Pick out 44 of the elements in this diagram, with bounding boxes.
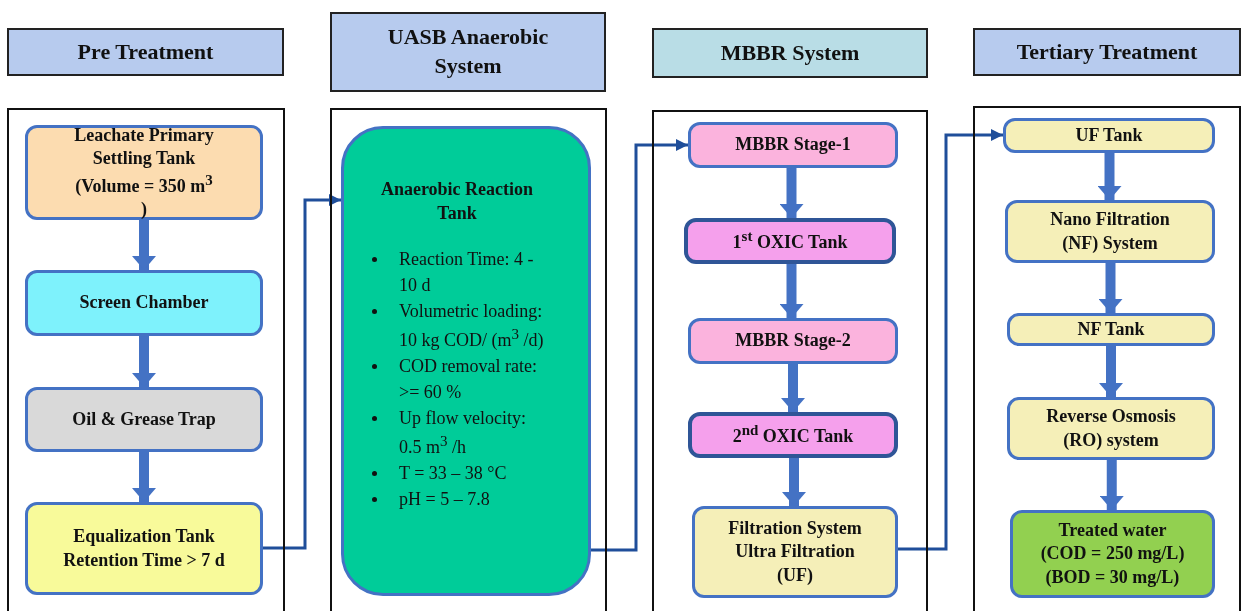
process-box: Filtration System Ultra Filtration (UF) xyxy=(692,506,898,598)
box-title: Anaerobic Reaction Tank xyxy=(379,178,535,226)
stage-header: Tertiary Treatment xyxy=(973,28,1241,76)
arrow xyxy=(779,168,804,218)
process-box: 2$^{nd}$ OXIC Tank xyxy=(688,412,898,458)
arrow xyxy=(1099,460,1124,510)
process-box: Screen Chamber xyxy=(25,270,263,336)
arrow xyxy=(782,458,806,506)
process-box: Oil & Grease Trap xyxy=(25,387,263,452)
process-box: UF Tank xyxy=(1003,118,1215,153)
arrow xyxy=(1098,263,1123,313)
stage-header: Pre Treatment xyxy=(7,28,284,76)
process-box: Reverse Osmosis (RO) system xyxy=(1007,397,1215,460)
panel-frame xyxy=(7,108,285,611)
arrow xyxy=(591,139,688,552)
arrow xyxy=(1097,153,1122,200)
arrow xyxy=(779,264,804,318)
process-box: Treated water (COD = 250 mg/L) (BOD = 30 mg/L) xyxy=(1010,510,1215,598)
bullet-text: T = 33 – 38 °C xyxy=(399,462,507,486)
process-box xyxy=(341,126,591,596)
arrow xyxy=(781,364,805,412)
panel-frame xyxy=(330,108,607,611)
stage-header: UASB Anaerobic System xyxy=(330,12,606,92)
process-box: MBBR Stage-2 xyxy=(688,318,898,364)
panel-frame xyxy=(973,106,1241,611)
arrow xyxy=(132,336,156,387)
process-box: Equalization Tank Retention Time > 7 d xyxy=(25,502,263,595)
panel-frame xyxy=(652,110,928,611)
process-box: MBBR Stage-1 xyxy=(688,122,898,168)
bullet-text: pH = 5 – 7.8 xyxy=(399,488,490,512)
stage-header: MBBR System xyxy=(652,28,928,78)
process-box: Leachate Primary Settling Tank (Volume = 350 m$^{3}$ ) xyxy=(25,125,263,220)
arrow xyxy=(263,194,341,550)
arrow xyxy=(1099,346,1123,397)
arrow xyxy=(132,220,156,270)
bullet-text: Reaction Time: 4 - 10 d xyxy=(399,247,535,297)
arrow xyxy=(898,129,1003,551)
process-box: NF Tank xyxy=(1007,313,1215,346)
arrow xyxy=(132,452,156,502)
bullet-text: COD removal rate: >= 60 % xyxy=(399,354,538,405)
bullet-text: Volumetric loading: 10 kg COD/ (m$^{3}$ /d) xyxy=(399,299,545,352)
process-box: 1$^{st}$ OXIC Tank xyxy=(684,218,896,264)
bullet-text: Up flow velocity: 0.5 m$^{3}$ /h xyxy=(399,407,527,460)
process-box: Nano Filtration (NF) System xyxy=(1005,200,1215,263)
